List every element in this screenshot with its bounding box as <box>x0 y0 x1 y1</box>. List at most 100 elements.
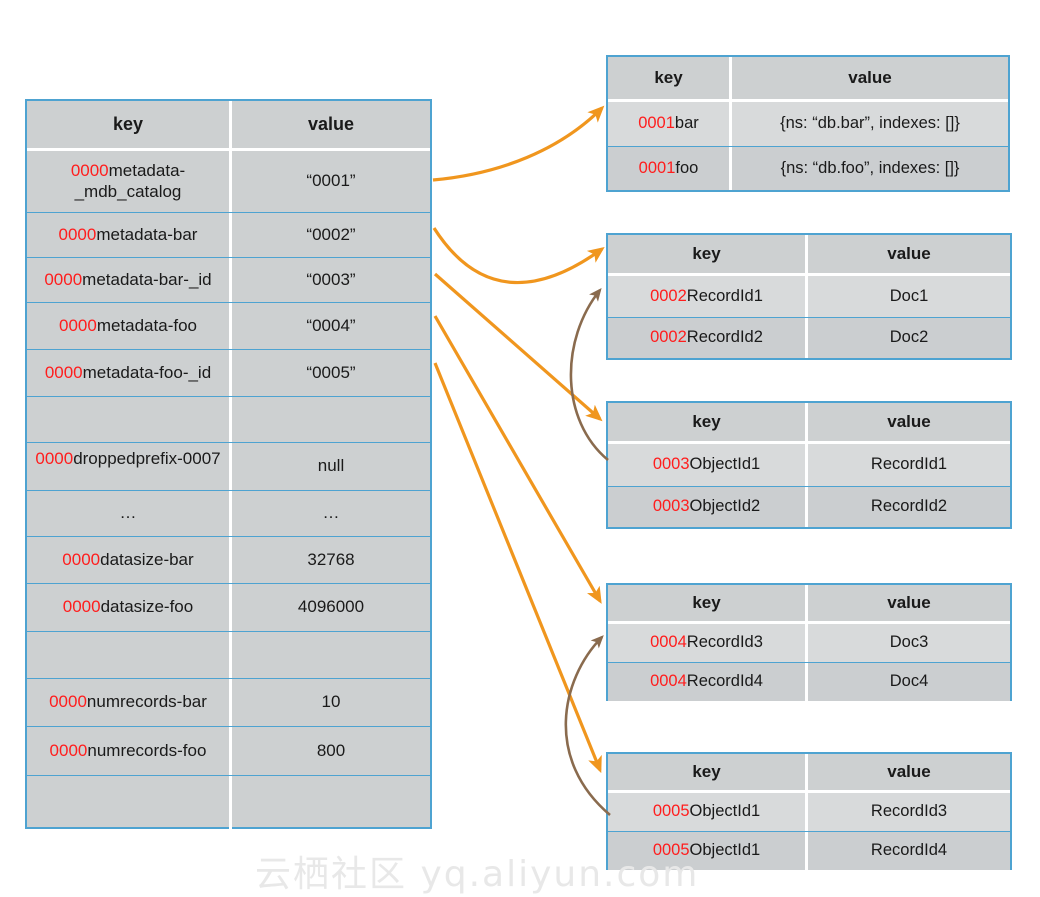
key-text: droppedprefix-0007 <box>73 449 221 468</box>
column-header-value: value <box>887 243 931 263</box>
key-prefix: 0000 <box>44 269 83 289</box>
table-row: 0000numrecords-bar 10 <box>27 679 430 727</box>
catalog-table: key value 0001bar {ns: “db.bar”, indexes… <box>606 55 1010 192</box>
table-header-row: key value <box>27 101 430 151</box>
column-header-key: key <box>608 585 808 621</box>
table-row-ellipsis: … … <box>27 491 430 537</box>
row-key <box>27 632 232 678</box>
table-row: 0005ObjectId1 RecordId3 <box>608 793 1010 832</box>
key-text: foo <box>675 158 699 177</box>
column-header-key: key <box>608 235 808 273</box>
row-key: 0002RecordId1 <box>608 276 808 317</box>
row-key <box>27 397 232 442</box>
key-prefix: 0005 <box>652 802 690 821</box>
row-value: “0001” <box>306 171 356 191</box>
key-prefix: 0003 <box>652 455 690 474</box>
row-key: 0005ObjectId1 <box>608 793 808 831</box>
row-value: RecordId1 <box>870 455 948 474</box>
table-header-row: key value <box>608 754 1010 793</box>
arrow-metadata-catalog-to-catalog-table <box>432 105 605 182</box>
row-value: 10 <box>321 692 341 712</box>
table-row: 0000metadata-_mdb_catalog “0001” <box>27 151 430 213</box>
key-text: ObjectId2 <box>689 497 761 516</box>
table-row: 0000droppedprefix-0007 null <box>27 443 430 491</box>
column-header-key: key <box>608 754 808 790</box>
row-value: RecordId3 <box>870 802 948 821</box>
row-key <box>27 776 232 831</box>
row-value: {ns: “db.bar”, indexes: []} <box>780 114 960 133</box>
key-prefix: 0000 <box>49 692 87 712</box>
key-text: datasize-bar <box>100 549 194 569</box>
table-row: 0000metadata-bar “0002” <box>27 213 430 258</box>
table-row-spacer <box>27 632 430 679</box>
row-value: “0002” <box>306 224 356 244</box>
foo-index-table: key value 0005ObjectId1 RecordId3 0005Ob… <box>606 752 1012 870</box>
row-value: Doc3 <box>889 633 929 652</box>
arrow-metadata-foo-to-foo-records <box>433 315 602 604</box>
key-prefix: 0002 <box>650 328 687 347</box>
key-prefix: 0000 <box>62 597 101 617</box>
watermark: 云栖社区 yq.aliyun.com <box>255 854 700 895</box>
key-text: metadata-_mdb_catalog <box>74 161 186 201</box>
column-header-value: value <box>887 592 931 612</box>
arrow-metadata-foo-id-to-foo-index <box>433 362 602 774</box>
bar-records-table: key value 0002RecordId1 Doc1 0002RecordI… <box>606 233 1012 360</box>
table-row: 0002RecordId1 Doc1 <box>608 276 1010 318</box>
key-text: metadata-foo <box>96 315 197 335</box>
table-header-row: key value <box>608 585 1010 624</box>
table-row: 0000numrecords-foo 800 <box>27 727 430 776</box>
table-row: 0000metadata-foo “0004” <box>27 303 430 350</box>
row-key: 0001bar <box>608 102 732 146</box>
key-prefix: 0000 <box>58 315 97 335</box>
key-prefix: 0003 <box>652 497 690 516</box>
row-value: “0004” <box>306 315 356 335</box>
row-value: RecordId2 <box>870 497 948 516</box>
row-value: {ns: “db.foo”, indexes: []} <box>780 158 960 177</box>
table-row: 0004RecordId4 Doc4 <box>608 663 1010 701</box>
row-value <box>232 397 430 442</box>
key-text: RecordId3 <box>686 633 763 652</box>
table-row: 0000metadata-bar-_id “0003” <box>27 258 430 303</box>
key-text: RecordId2 <box>686 328 763 347</box>
table-row: 0003ObjectId2 RecordId2 <box>608 487 1010 527</box>
key-text: ObjectId1 <box>689 455 761 474</box>
table-row: 0003ObjectId1 RecordId1 <box>608 444 1010 487</box>
row-key: 0000metadata-bar-_id <box>27 258 232 302</box>
row-key: 0000numrecords-bar <box>27 679 232 726</box>
arrow-foo-index-to-foo-record <box>564 635 611 816</box>
table-row: 0000datasize-bar 32768 <box>27 537 430 584</box>
row-key: 0000droppedprefix-0007 <box>27 443 232 490</box>
column-header-value: value <box>887 761 931 781</box>
key-prefix: 0000 <box>44 362 83 382</box>
row-value: null <box>317 456 345 476</box>
key-text: RecordId1 <box>686 286 763 305</box>
table-row: 0004RecordId3 Doc3 <box>608 624 1010 663</box>
row-value <box>232 632 430 678</box>
table-header-row: key value <box>608 403 1010 444</box>
row-value: 800 <box>316 740 346 760</box>
key-prefix: 0001 <box>638 158 676 177</box>
table-row: 0001foo {ns: “db.foo”, indexes: []} <box>608 147 1008 190</box>
row-value: “0003” <box>306 269 356 289</box>
key-text: ObjectId1 <box>689 841 761 860</box>
arrow-metadata-bar-to-bar-records <box>432 227 605 285</box>
row-key: 0003ObjectId1 <box>608 444 808 486</box>
row-key: 0000numrecords-foo <box>27 727 232 775</box>
key-prefix: 0000 <box>58 224 97 244</box>
key-text: datasize-foo <box>100 597 194 617</box>
row-key: 0003ObjectId2 <box>608 487 808 527</box>
table-row: 0001bar {ns: “db.bar”, indexes: []} <box>608 102 1008 147</box>
row-key: 0004RecordId3 <box>608 624 808 662</box>
key-prefix: 0000 <box>62 549 101 569</box>
row-key: 0000metadata-_mdb_catalog <box>27 151 232 212</box>
key-text: metadata-foo-_id <box>82 362 212 382</box>
table-row: 0002RecordId2 Doc2 <box>608 318 1010 358</box>
row-key: 0004RecordId4 <box>608 663 808 701</box>
row-key: 0000metadata-bar <box>27 213 232 257</box>
row-key: 0001foo <box>608 147 732 190</box>
row-value: … <box>322 503 340 523</box>
left-metadata-table: key value 0000metadata-_mdb_catalog “000… <box>25 99 432 831</box>
table-header-row: key value <box>608 57 1008 102</box>
row-value: RecordId4 <box>870 841 948 860</box>
key-text: metadata-bar-_id <box>82 269 212 289</box>
